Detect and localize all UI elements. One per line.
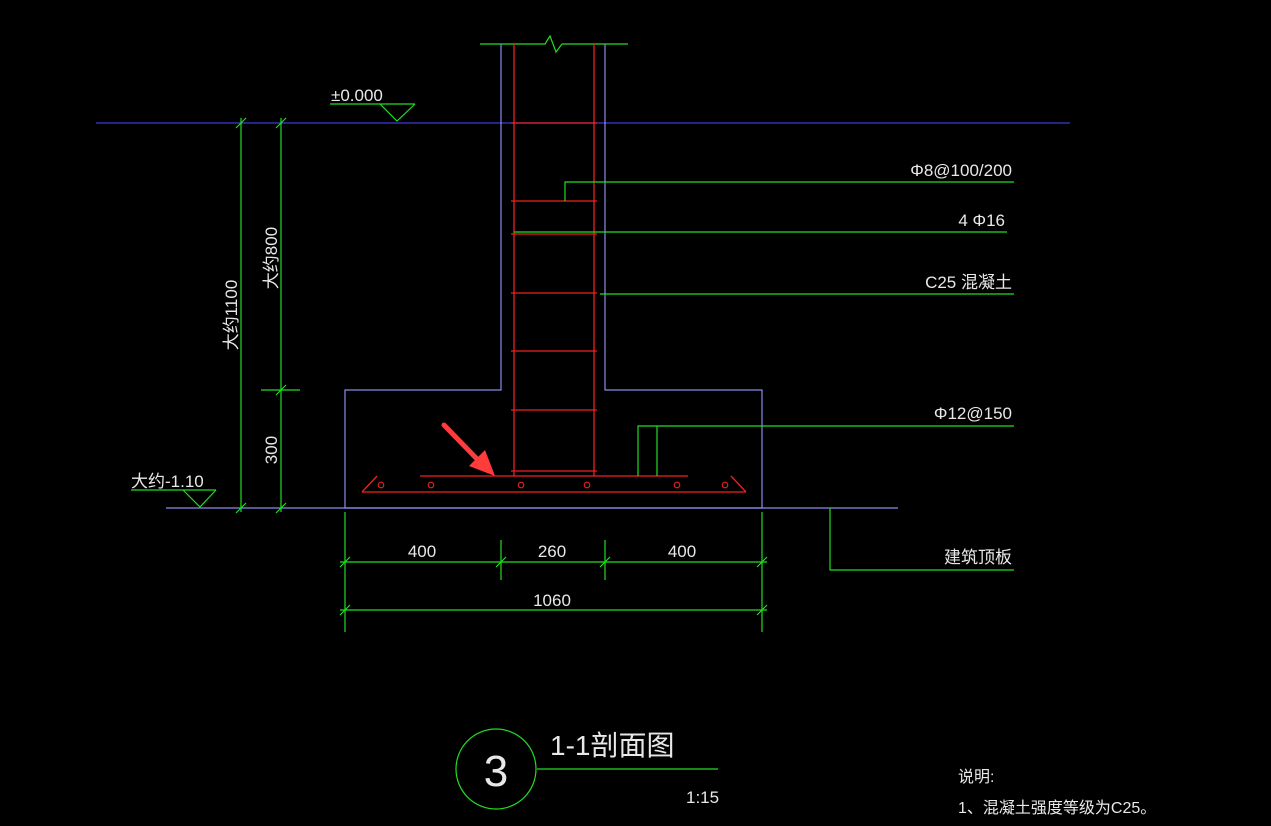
elevation-ground: ±0.000 bbox=[330, 86, 416, 122]
title-number: 3 bbox=[484, 747, 508, 796]
footing-rebar bbox=[361, 475, 747, 493]
title-name: 1-1剖面图 bbox=[550, 730, 674, 761]
concrete-outline bbox=[344, 44, 763, 509]
dim-middle-width: 260 bbox=[538, 542, 566, 561]
leader-lines bbox=[514, 181, 1014, 571]
pointer-arrow bbox=[441, 422, 495, 476]
column-rebar bbox=[511, 44, 597, 476]
callout-slab: 建筑顶板 bbox=[944, 548, 1012, 567]
elevation-ground-label: ±0.000 bbox=[331, 86, 383, 105]
dim-total-width: 1060 bbox=[533, 591, 571, 610]
dim-total-height: 大约1100 bbox=[222, 280, 241, 351]
dim-left-width: 400 bbox=[408, 542, 436, 561]
vertical-dimensions bbox=[235, 117, 300, 514]
elevation-bottom-label: 大约-1.10 bbox=[131, 472, 204, 491]
callout-bottom-mesh: Φ12@150 bbox=[934, 404, 1012, 423]
callout-concrete: C25 混凝土 bbox=[925, 273, 1012, 292]
break-line bbox=[480, 34, 628, 54]
elevation-bottom: 大约-1.10 bbox=[131, 472, 217, 508]
title-scale: 1:15 bbox=[686, 788, 719, 807]
callout-stirrup: Φ8@100/200 bbox=[910, 161, 1012, 180]
dim-upper-height: 大约800 bbox=[262, 227, 281, 289]
dim-footing-height: 300 bbox=[262, 436, 281, 464]
callout-main-bar: 4 Φ16 bbox=[958, 211, 1005, 230]
notes-heading: 说明: bbox=[958, 768, 994, 786]
title-block bbox=[455, 728, 718, 810]
notes-item-1: 1、混凝土强度等级为C25。 bbox=[958, 799, 1156, 817]
dim-right-width: 400 bbox=[668, 542, 696, 561]
horizontal-dimensions bbox=[339, 512, 768, 632]
